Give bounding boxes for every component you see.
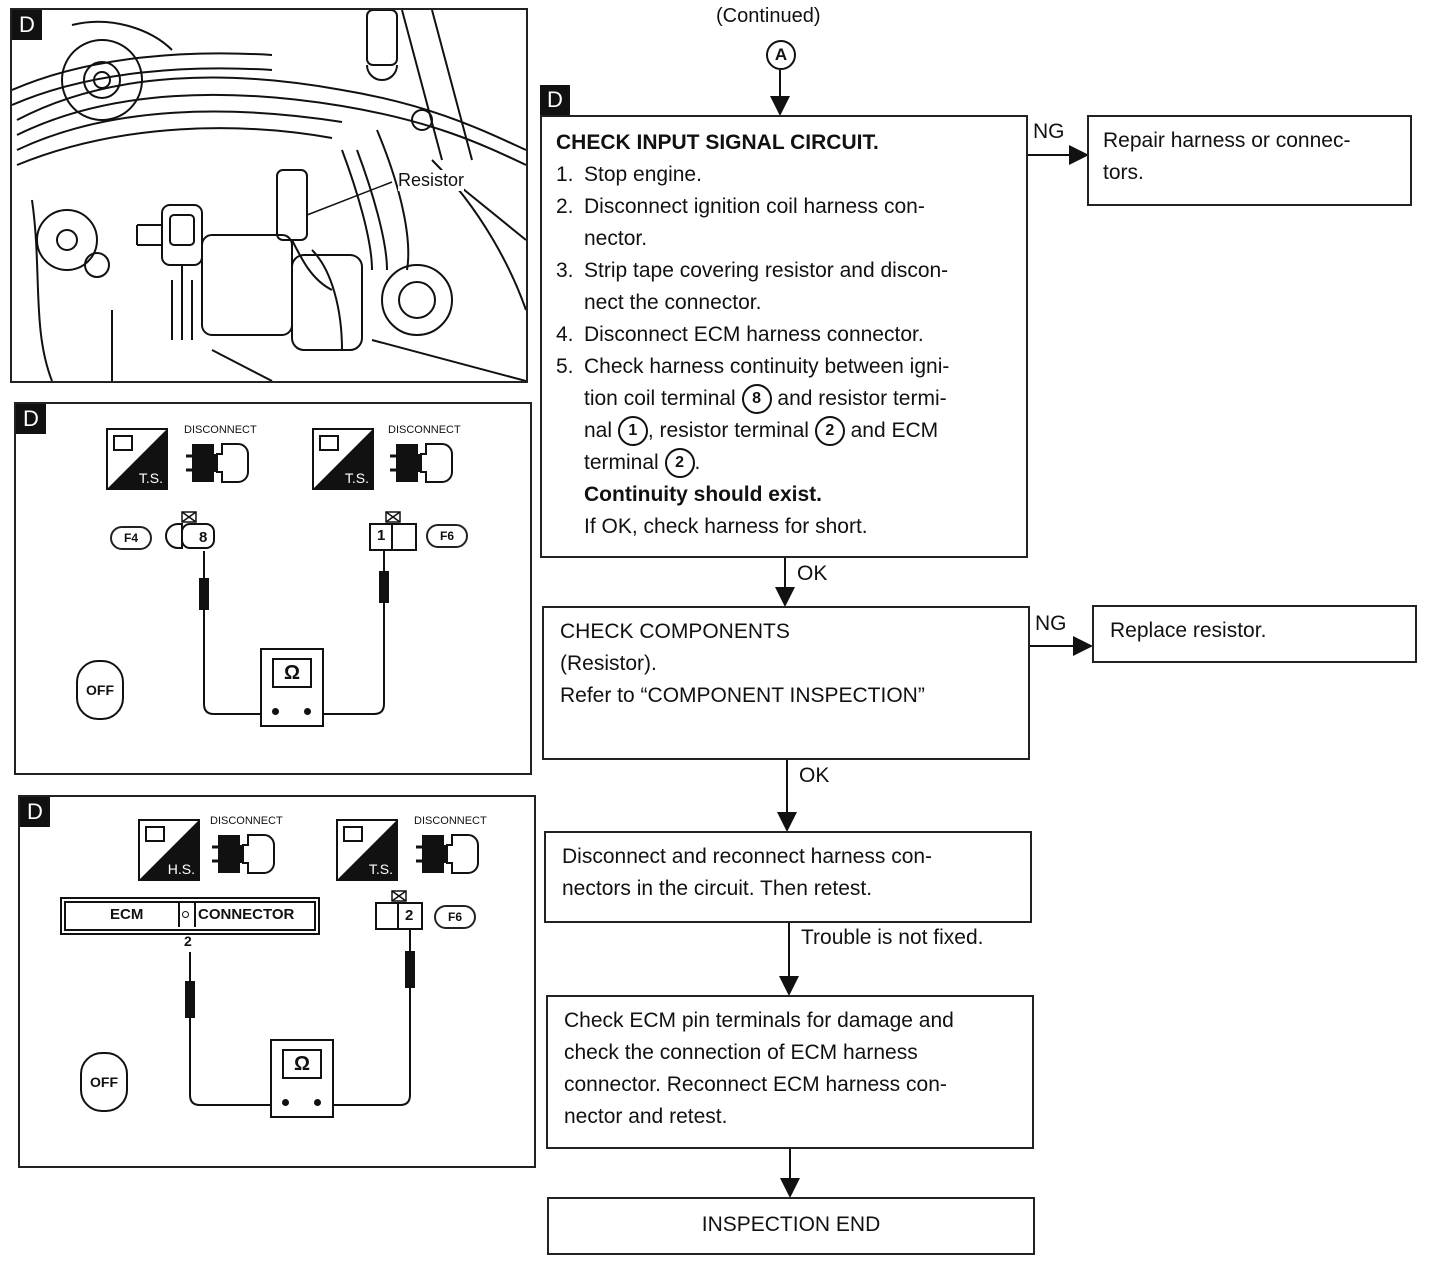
- step-1: Stop engine.: [584, 163, 702, 186]
- reconnect-harness-box: Disconnect and reconnect harness con- ne…: [544, 831, 1032, 923]
- test-icon-ts-1: T.S.: [106, 428, 168, 490]
- connector-a: A: [766, 40, 796, 70]
- box1-tag: D: [540, 85, 570, 115]
- step-5-line: and resistor termi-: [777, 387, 947, 410]
- trouble-not-fixed-label: Trouble is not fixed.: [801, 926, 984, 949]
- connector-f6-tag-2: F6: [434, 905, 476, 929]
- test-icon-ts-2: T.S.: [312, 428, 374, 490]
- step-number: 5.: [556, 355, 574, 378]
- ecm-connector-bar: ECM CONNECTOR: [60, 897, 320, 935]
- ng-label-2: NG: [1035, 612, 1067, 635]
- ecm-label: ECM: [110, 906, 144, 923]
- resistor-connector: [369, 511, 417, 551]
- disconnect-label-4: DISCONNECT: [414, 815, 487, 827]
- step-4: Disconnect ECM harness connector.: [584, 323, 924, 346]
- step-5-line: .: [694, 451, 701, 474]
- continuity-note: Continuity should exist.: [584, 483, 823, 506]
- resistor-connector-2: [375, 890, 423, 930]
- tester-icon: [140, 821, 198, 879]
- tester-icon: [108, 430, 166, 488]
- step-2: Disconnect ignition coil harness con- ne…: [584, 195, 925, 250]
- connector-label: CONNECTOR: [198, 906, 295, 923]
- step-number: 4.: [556, 323, 574, 346]
- ts-label: T.S.: [368, 861, 393, 877]
- disconnect-label-1: DISCONNECT: [184, 424, 257, 436]
- terminal-1-label: 1: [377, 527, 386, 544]
- continuity-test-panel-1: D T.S. DISCONNECT T.S. DISCONNECT F4 8 1…: [14, 402, 532, 775]
- terminal-2-label: 2: [405, 907, 414, 924]
- inspection-end-box: INSPECTION END: [547, 1197, 1035, 1255]
- step-number: 1.: [556, 163, 574, 186]
- ignition-key-off-icon-2: OFF: [80, 1052, 128, 1112]
- terminal-8-badge: 8: [741, 384, 772, 415]
- disconnect-icon-1: [186, 443, 249, 483]
- ignition-key-off-icon: OFF: [76, 660, 124, 720]
- hs-label: H.S.: [167, 861, 195, 877]
- engine-illustration-panel: D Resistor: [10, 8, 528, 383]
- step-5-line: terminal: [584, 451, 659, 474]
- ts-label: T.S.: [138, 470, 163, 486]
- test-icon-ts-3: T.S.: [336, 819, 398, 881]
- ts-label: T.S.: [344, 470, 369, 486]
- engine-drawing: [12, 10, 526, 381]
- ohm-display: Ω: [272, 658, 312, 688]
- panel1-tag: D: [12, 10, 42, 40]
- tester-icon: [314, 430, 372, 488]
- panel2-tag: D: [16, 404, 46, 434]
- continuity-test-panel-2: D H.S. DISCONNECT T.S. DISCONNECT ECM CO…: [18, 795, 536, 1168]
- disconnect-icon-4: [416, 834, 479, 874]
- ohmmeter-2: Ω: [270, 1039, 334, 1118]
- replace-resistor-box: Replace resistor.: [1092, 605, 1417, 663]
- step-5-line: Check harness continuity between igni-: [584, 355, 950, 378]
- step-number: 2.: [556, 195, 574, 218]
- step-5-line: tion coil terminal: [584, 387, 736, 410]
- terminal-2-badge: 2: [814, 416, 845, 447]
- test-icon-hs: H.S.: [138, 819, 200, 881]
- disconnect-icon-3: [212, 834, 275, 874]
- ignition-coil-connector: [165, 511, 215, 549]
- disconnect-label-3: DISCONNECT: [210, 815, 283, 827]
- resistor-label: Resistor: [398, 170, 465, 191]
- ecm-terminal-label: 2: [184, 933, 192, 949]
- repair-harness-box: Repair harness or connec- tors.: [1087, 115, 1412, 206]
- ok-label-2: OK: [799, 764, 830, 787]
- connector-f6-tag: F6: [426, 524, 468, 548]
- ng-label-1: NG: [1033, 120, 1065, 143]
- step-5-line: nal: [584, 419, 613, 442]
- step-5: 5. Check harness continuity between igni-…: [556, 351, 1014, 479]
- step-5-line: and ECM: [850, 419, 939, 442]
- connector-f4-tag: F4: [110, 526, 152, 550]
- check-input-signal-box: CHECK INPUT SIGNAL CIRCUIT. 1. Stop engin…: [540, 115, 1028, 558]
- ohmmeter: Ω: [260, 648, 324, 727]
- ok-label-1: OK: [797, 562, 828, 585]
- panel3-tag: D: [20, 797, 50, 827]
- box1-title: CHECK INPUT SIGNAL CIRCUIT.: [556, 131, 879, 154]
- ohm-display-2: Ω: [282, 1049, 322, 1079]
- disconnect-label-2: DISCONNECT: [388, 424, 461, 436]
- step-number: 3.: [556, 259, 574, 282]
- disconnect-icon-2: [390, 443, 453, 483]
- if-ok-note: If OK, check harness for short.: [584, 515, 868, 538]
- step-3: Strip tape covering resistor and discon-…: [584, 259, 949, 314]
- step-5-line: , resistor terminal: [647, 419, 809, 442]
- check-components-box: CHECK COMPONENTS (Resistor). Refer to “C…: [542, 606, 1030, 760]
- continued-label: (Continued): [716, 5, 821, 27]
- terminal-8-label: 8: [199, 529, 208, 546]
- probe-wiring: [199, 551, 389, 715]
- check-ecm-pins-box: Check ECM pin terminals for damage and c…: [546, 995, 1034, 1149]
- terminal-2-badge: 2: [664, 448, 695, 479]
- probe-wiring-2: [185, 930, 415, 1106]
- terminal-1-badge: 1: [617, 416, 648, 447]
- tester-icon: [338, 821, 396, 879]
